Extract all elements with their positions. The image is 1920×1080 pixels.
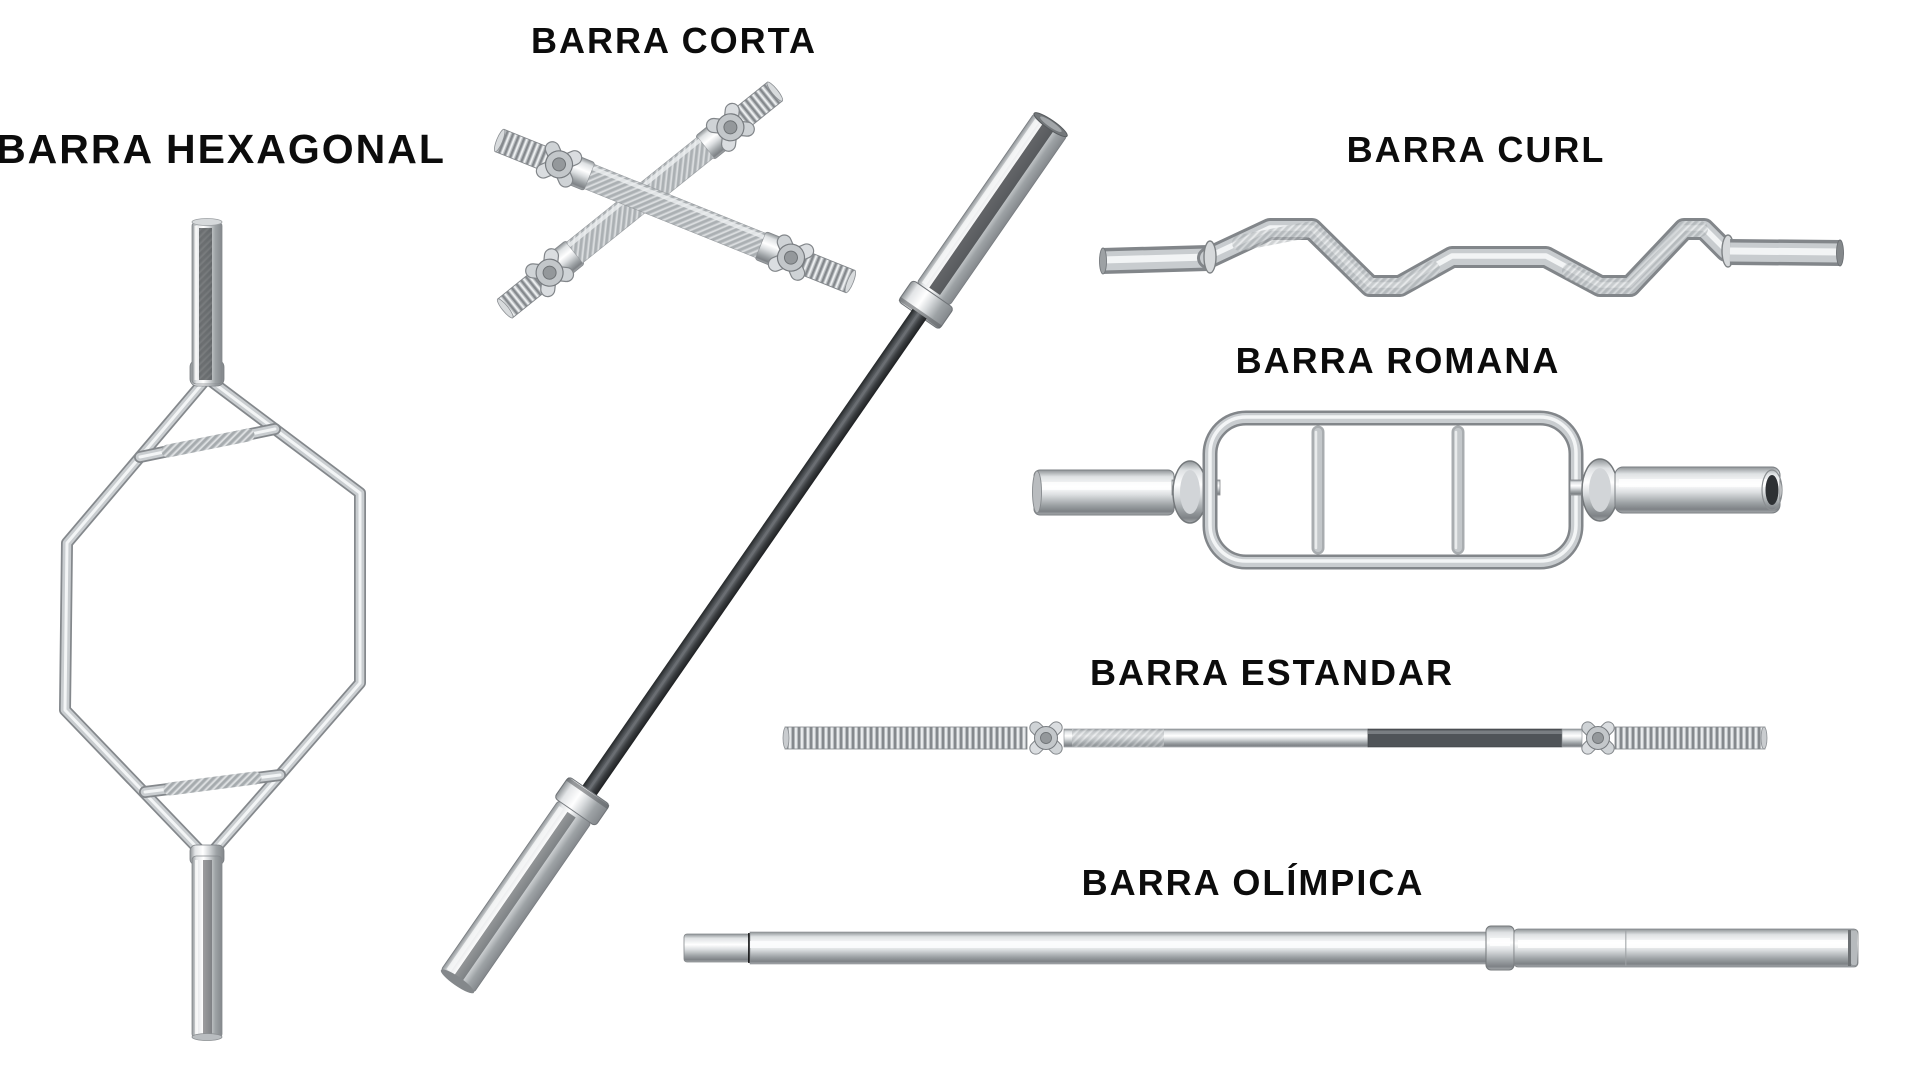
olympic-bar-diagonal-icon <box>440 112 1068 994</box>
short-dumbbell-bars-crossed-icon <box>493 81 857 319</box>
label-barra-estandar: BARRA ESTANDAR <box>1090 652 1454 693</box>
hex-trap-bar-icon <box>59 218 366 1041</box>
label-barra-olimpica: BARRA OLÍMPICA <box>1081 862 1425 903</box>
label-barra-curl: BARRA CURL <box>1346 129 1606 170</box>
standard-spinlock-bar-icon <box>782 718 1768 758</box>
label-barra-hexagonal: BARRA HEXAGONAL <box>0 126 446 172</box>
olympic-bar-icon <box>683 925 1859 971</box>
roman-triceps-bar-icon <box>1032 410 1783 570</box>
label-barra-romana: BARRA ROMANA <box>1235 340 1561 381</box>
label-barra-corta: BARRA CORTA <box>531 20 817 61</box>
ez-curl-bar-icon <box>1099 218 1844 297</box>
